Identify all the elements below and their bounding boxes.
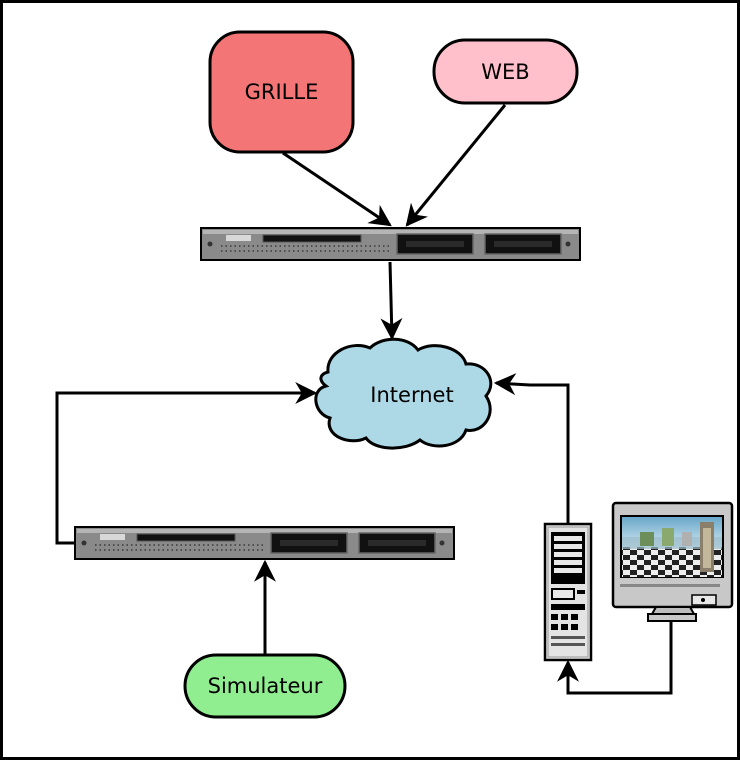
- server-bottom: [74, 526, 455, 560]
- edge-monitor-to-workstation: [557, 622, 673, 695]
- web-label: WEB: [481, 60, 529, 84]
- simulateur-box: [183, 653, 347, 719]
- edge-server-top-to-internet: [380, 261, 403, 341]
- grille-label: GRILLE: [245, 80, 319, 104]
- internet-cloud: [314, 337, 493, 450]
- 3d-scene-icon: [622, 517, 722, 577]
- grille-box: [208, 30, 355, 154]
- server-top: [200, 227, 581, 261]
- edge-web-to-server-top: [405, 104, 507, 227]
- monitor-stand: [647, 613, 697, 622]
- edge-grille-to-server-top: [282, 151, 392, 227]
- node-internet: Internet: [314, 337, 493, 450]
- crt-monitor: [611, 501, 734, 622]
- monitor-neck: [650, 606, 696, 615]
- workstation-tower: [543, 522, 593, 662]
- simulateur-label: Simulateur: [208, 674, 323, 698]
- edge-workstation-to-internet: [493, 373, 570, 524]
- node-simulateur: Simulateur: [183, 653, 347, 719]
- node-grille: GRILLE: [208, 30, 355, 154]
- node-web: WEB: [432, 38, 579, 105]
- web-box: [432, 38, 579, 105]
- edge-server-bottom-to-internet: [55, 382, 318, 545]
- internet-label: Internet: [370, 383, 453, 407]
